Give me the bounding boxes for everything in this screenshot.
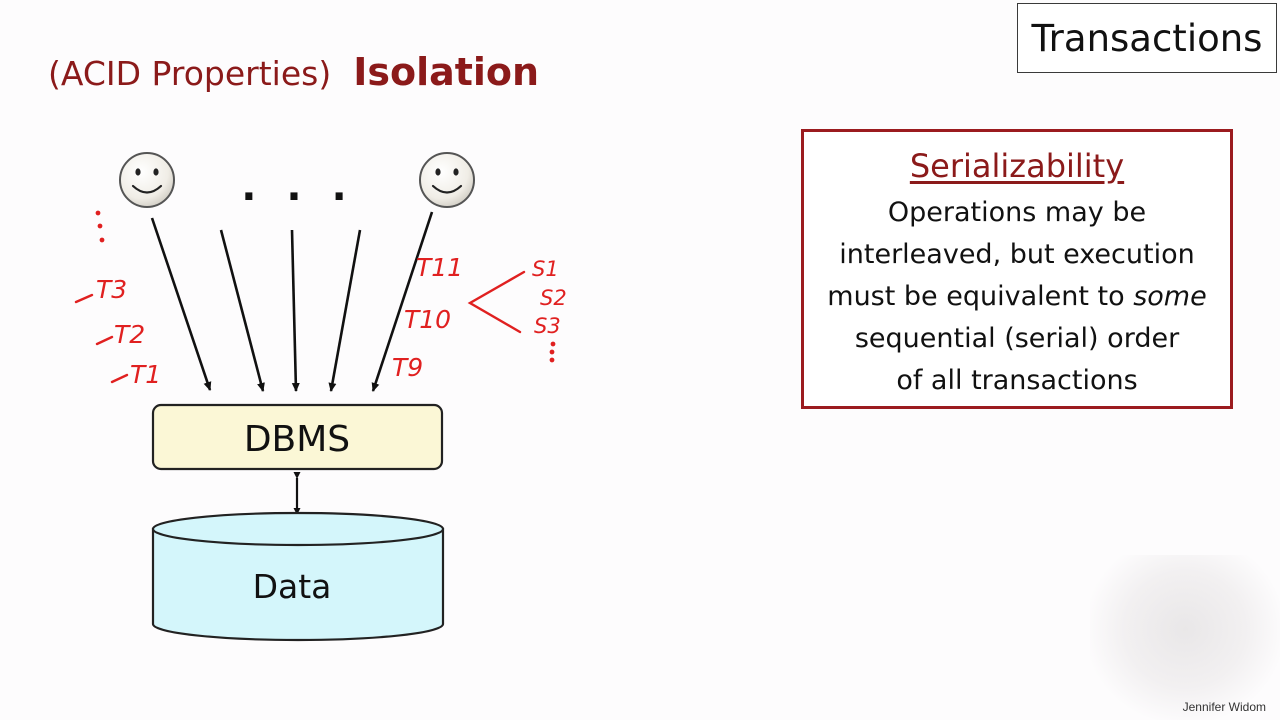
handwritten-annotations — [74, 210, 556, 384]
arrow-2 — [219, 229, 265, 392]
label-t10: T10 — [404, 305, 451, 334]
concept-line-2: interleaved, but execution — [839, 239, 1195, 270]
concept-line-3-text: must be equivalent to — [827, 281, 1134, 312]
arrow-1 — [150, 217, 212, 391]
transaction-arrows — [150, 211, 434, 392]
concept-line-3-emphasis: some — [1133, 281, 1207, 312]
arrow-4 — [328, 229, 362, 392]
label-t11: T11 — [416, 253, 463, 282]
concept-body: Operations may be interleaved, but execu… — [804, 192, 1230, 402]
isolation-diagram: . . . DBMS Data — [74, 152, 567, 642]
concept-line-3: must be equivalent to some — [804, 276, 1230, 318]
label-s1: S1 — [532, 257, 559, 281]
presenter-overlay — [1090, 555, 1280, 720]
label-t9: T9 — [392, 353, 423, 382]
user-right-icon — [419, 152, 475, 208]
arrow-3 — [290, 229, 300, 392]
heading-prefix: (ACID Properties) — [48, 54, 332, 93]
slide-heading: (ACID Properties) Isolation — [48, 50, 539, 102]
transaction-labels: T3 T2 T1 T11 T10 T9 S1 S2 S3 — [96, 253, 567, 389]
heading-title: Isolation — [353, 50, 540, 94]
topic-box: Transactions — [1017, 3, 1277, 73]
arrow-5 — [371, 211, 434, 392]
topic-label: Transactions — [1031, 16, 1263, 60]
user-left-icon — [119, 152, 175, 208]
author-credit: Jennifer Widom — [1182, 700, 1266, 714]
concept-line-4: sequential (serial) order — [854, 323, 1180, 354]
label-t1: T1 — [130, 360, 161, 389]
dbms-box: DBMS — [151, 403, 444, 471]
label-t3: T3 — [96, 275, 127, 304]
label-s2: S2 — [540, 286, 567, 310]
ellipsis-dots: . . . — [241, 164, 354, 210]
concept-line-5: of all transactions — [896, 365, 1138, 396]
label-t2: T2 — [114, 320, 145, 349]
serializability-box: Serializability Operations may be interl… — [801, 129, 1233, 409]
concept-title: Serializability — [909, 147, 1125, 185]
concept-line-1: Operations may be — [887, 197, 1147, 228]
data-label: Data — [253, 567, 332, 606]
dbms-label: DBMS — [244, 419, 350, 460]
label-s3: S3 — [534, 314, 561, 338]
data-cylinder: Data — [151, 511, 445, 642]
